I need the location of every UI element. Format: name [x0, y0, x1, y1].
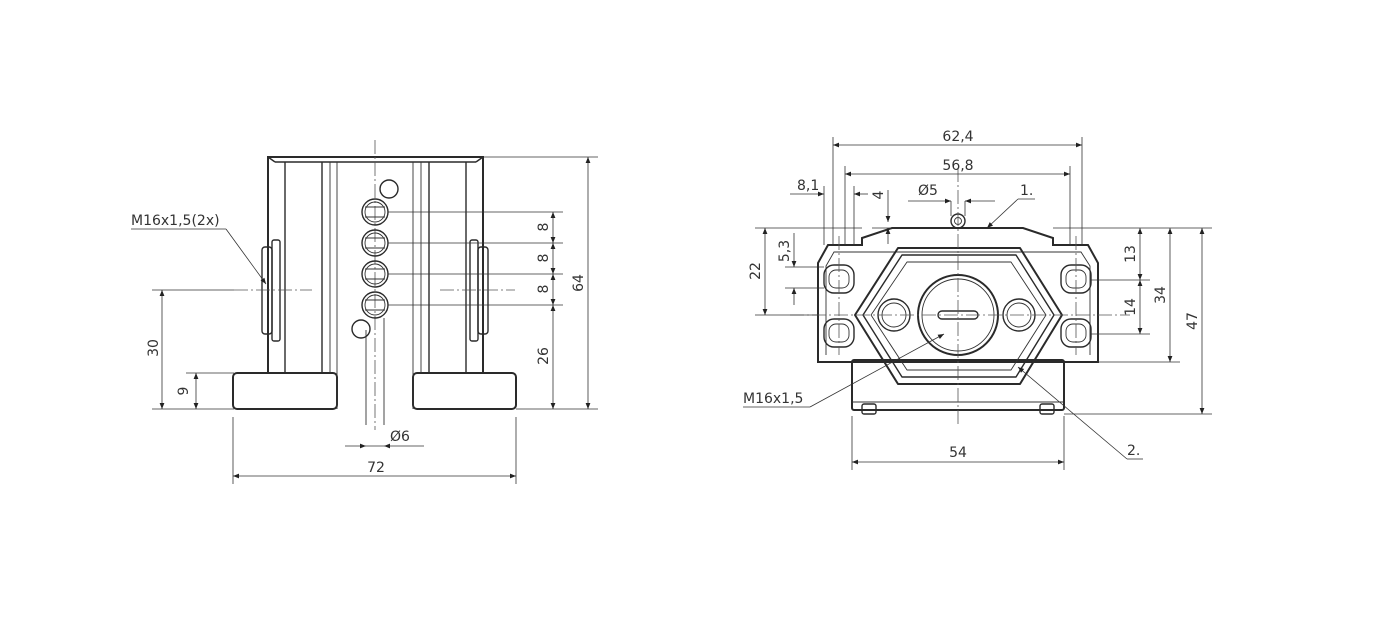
dim-height-total: 64	[571, 274, 587, 292]
dim-port-height: 30	[146, 339, 162, 357]
dim-right-34: 34	[1153, 286, 1169, 304]
flange-plate	[817, 227, 1099, 363]
dim-width-top: 62,4	[942, 129, 973, 145]
dim-small: 4	[871, 190, 887, 199]
dim-width-inner: 56,8	[942, 158, 973, 174]
dim-pitch-3: 8	[536, 285, 552, 294]
callout-1: 1.	[1020, 183, 1033, 199]
oval-housing	[854, 247, 1063, 385]
dim-pitch-1: 8	[536, 223, 552, 232]
dim-height-47: 47	[1185, 312, 1201, 330]
base-plate-right	[412, 372, 517, 410]
base-plate-left	[232, 372, 338, 410]
dim-pitch-2: 8	[536, 254, 552, 263]
front-view: 64 8 8 8 26 30 9 72 Ø6 M16x1,	[131, 140, 598, 484]
bottom-hole	[351, 319, 371, 339]
callout-2: 2.	[1127, 443, 1140, 459]
dim-base-width: 54	[949, 445, 967, 461]
callout-thread: M16x1,5(2x)	[131, 213, 220, 229]
dim-right-13: 13	[1123, 245, 1139, 263]
dim-base-height: 9	[176, 387, 192, 396]
side-view: 62,4 56,8 8,1 4 Ø5 1. 22	[743, 129, 1212, 470]
dim-pin-dia: Ø5	[918, 183, 938, 199]
dim-width-total: 72	[367, 460, 385, 476]
dim-left-5-3: 5,3	[777, 240, 793, 262]
top-hole	[379, 179, 399, 199]
dim-lower-offset: 26	[536, 347, 552, 365]
dim-side-offset: 8,1	[797, 178, 819, 194]
dim-right-14: 14	[1123, 298, 1139, 316]
dim-left-22: 22	[748, 262, 764, 280]
callout-thread-right: M16x1,5	[743, 391, 803, 407]
dim-hole-dia: Ø6	[390, 429, 410, 445]
body-outline	[267, 156, 484, 373]
